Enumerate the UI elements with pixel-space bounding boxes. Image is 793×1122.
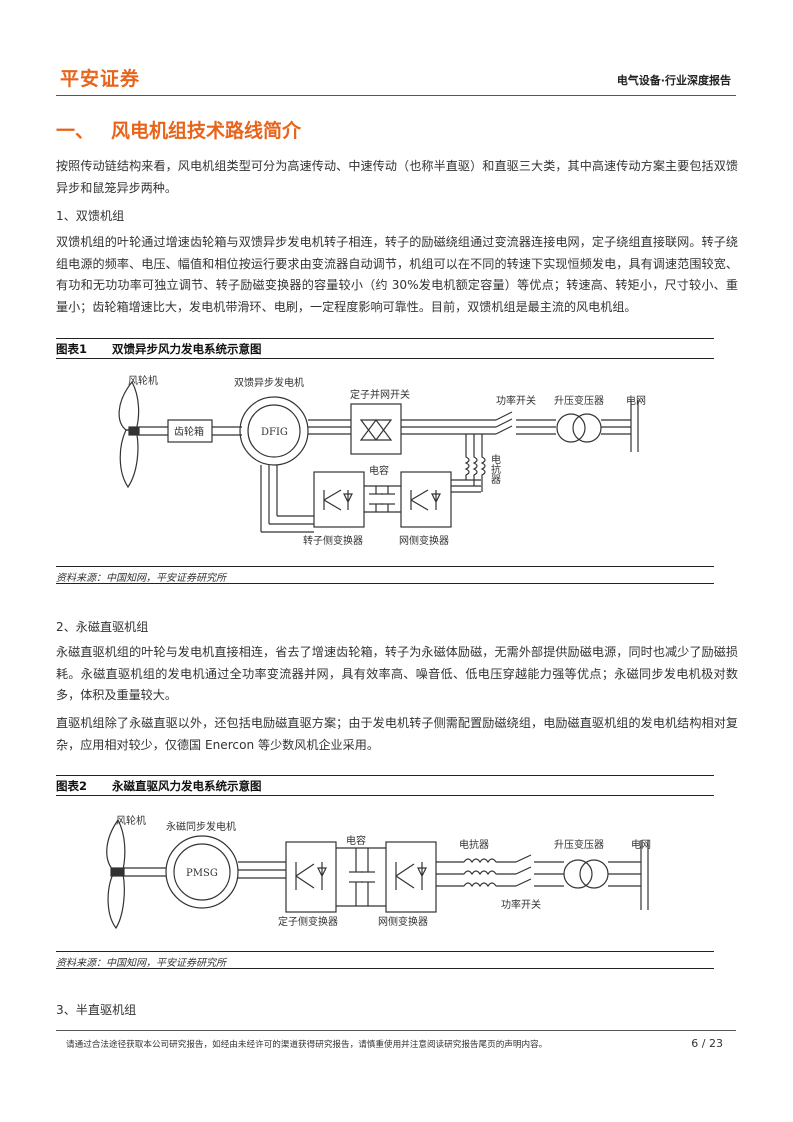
header-divider bbox=[56, 95, 736, 96]
subheading-pmsg: 2、永磁直驱机组 bbox=[56, 620, 149, 634]
subheading-semi-direct: 3、半直驱机组 bbox=[56, 1003, 137, 1017]
pmsg-paragraph: 永磁直驱机组的叶轮与发电机直接相连，省去了增速齿轮箱，转子为永磁体励磁，无需外部… bbox=[56, 645, 738, 702]
footer-divider bbox=[56, 1030, 736, 1031]
footer-disclaimer: 请通过合法途径获取本公司研究报告，如经由未经许可的渠道获得研究报告，请慎重使用并… bbox=[66, 1040, 548, 1050]
figure1-label-rotor: 风轮机 bbox=[128, 374, 158, 387]
figure2-diagram: 风轮机 永磁同步发电机 PMSG 电容 电抗器 升压变压器 电网 定子侧变换器 … bbox=[106, 814, 651, 930]
figure2-title: 图表2 永磁直驱风力发电系统示意图 bbox=[56, 778, 262, 794]
transformer-coil-icon bbox=[572, 413, 602, 443]
section-heading: 一、风电机组技术路线简介 bbox=[56, 116, 301, 143]
section-number: 一、 bbox=[56, 120, 95, 142]
figure2-label-grid: 电网 bbox=[631, 838, 651, 851]
figure1-label-transformer: 升压变压器 bbox=[554, 394, 604, 407]
figure1-label-power-switch: 功率开关 bbox=[496, 394, 536, 407]
pmsg-inner-icon bbox=[173, 843, 231, 901]
figure2-top-rule bbox=[56, 775, 714, 776]
figure1-label-dfig: DFIG bbox=[261, 427, 288, 438]
figure1-label-generator: 双馈异步发电机 bbox=[234, 376, 304, 389]
report-category: 电气设备·行业深度报告 bbox=[616, 74, 731, 87]
figure1-title-rule bbox=[56, 358, 714, 359]
turbine-blade-icon bbox=[118, 380, 140, 431]
transformer-coil-icon bbox=[579, 859, 609, 889]
turbine-blade-icon bbox=[106, 818, 126, 871]
figure1-label-reactor: 电抗器 bbox=[489, 453, 501, 485]
figure2-label-capacitor: 电容 bbox=[346, 834, 366, 847]
figure2-label-stator-converter: 定子侧变换器 bbox=[278, 915, 338, 928]
section-title: 风电机组技术路线简介 bbox=[111, 120, 302, 142]
figure1-label-rotor-converter: 转子侧变换器 bbox=[303, 534, 363, 547]
figure1-label-gearbox: 齿轮箱 bbox=[174, 425, 204, 438]
turbine-blade-icon bbox=[119, 429, 139, 489]
page-number: 6 / 23 bbox=[691, 1037, 723, 1050]
grid-converter-box bbox=[400, 471, 452, 528]
figure2-label: 图表2 bbox=[56, 779, 88, 793]
figure1-label-stator-switch: 定子并网开关 bbox=[350, 388, 410, 401]
figure2-label-grid-converter: 网侧变换器 bbox=[378, 915, 428, 928]
dfig-paragraph: 双馈机组的叶轮通过增速齿轮箱与双馈异步发电机转子相连，转子的励磁绕组通过变流器连… bbox=[56, 235, 738, 314]
figure1-source: 资料来源：中国知网，平安证券研究所 bbox=[56, 573, 226, 584]
figure1-bottom-rule bbox=[56, 566, 714, 567]
pmsg-outer-icon bbox=[165, 835, 239, 909]
figure2-label-power-switch: 功率开关 bbox=[501, 898, 541, 911]
figure2-label-rotor: 风轮机 bbox=[116, 814, 146, 827]
generator-inner-icon bbox=[247, 404, 301, 458]
figure1-label-grid-converter: 网侧变换器 bbox=[399, 534, 449, 547]
stator-switch-box bbox=[350, 403, 402, 455]
figure1-top-rule bbox=[56, 338, 714, 339]
electric-excitation-paragraph: 直驱机组除了永磁直驱以外，还包括电励磁直驱方案；由于发电机转子侧需配置励磁绕组，… bbox=[56, 716, 738, 752]
figure2-source-rule bbox=[56, 968, 714, 969]
figure2-caption: 永磁直驱风力发电系统示意图 bbox=[112, 779, 262, 793]
figure1-caption: 双馈异步风力发电系统示意图 bbox=[112, 342, 262, 356]
figure2-label-generator: 永磁同步发电机 bbox=[166, 820, 236, 833]
figure2-label-pmsg: PMSG bbox=[186, 868, 218, 879]
figure2-title-rule bbox=[56, 795, 714, 796]
generator-outer-icon bbox=[239, 396, 309, 466]
figure1-title: 图表1 双馈异步风力发电系统示意图 bbox=[56, 341, 262, 357]
figure1-label: 图表1 bbox=[56, 342, 88, 356]
stator-converter-box bbox=[285, 841, 337, 913]
transformer-coil-icon bbox=[556, 413, 586, 443]
figure2-source: 资料来源：中国知网，平安证券研究所 bbox=[56, 958, 226, 969]
figure1-source-rule bbox=[56, 583, 714, 584]
figure1-label-grid: 电网 bbox=[626, 394, 646, 407]
turbine-blade-icon bbox=[107, 873, 125, 930]
subheading-dfig: 1、双馈机组 bbox=[56, 209, 125, 223]
figure1-label-capacitor: 电容 bbox=[369, 464, 389, 477]
intro-paragraph: 按照传动链结构来看，风电机组类型可分为高速传动、中速传动（也称半直驱）和直驱三大… bbox=[56, 159, 738, 195]
company-logo: 平安证券 bbox=[60, 68, 141, 90]
figure1-diagram: 风轮机 齿轮箱 双馈异步发电机 DFIG 定子并网开关 功率开关 升压变压器 电… bbox=[118, 374, 646, 547]
grid-converter-box bbox=[385, 841, 437, 913]
transformer-coil-icon bbox=[563, 859, 593, 889]
gearbox-box bbox=[167, 419, 213, 443]
figure2-label-reactor: 电抗器 bbox=[459, 838, 489, 851]
figure2-label-transformer: 升压变压器 bbox=[554, 838, 604, 851]
rotor-converter-box bbox=[313, 471, 365, 528]
figure2-bottom-rule bbox=[56, 951, 714, 952]
